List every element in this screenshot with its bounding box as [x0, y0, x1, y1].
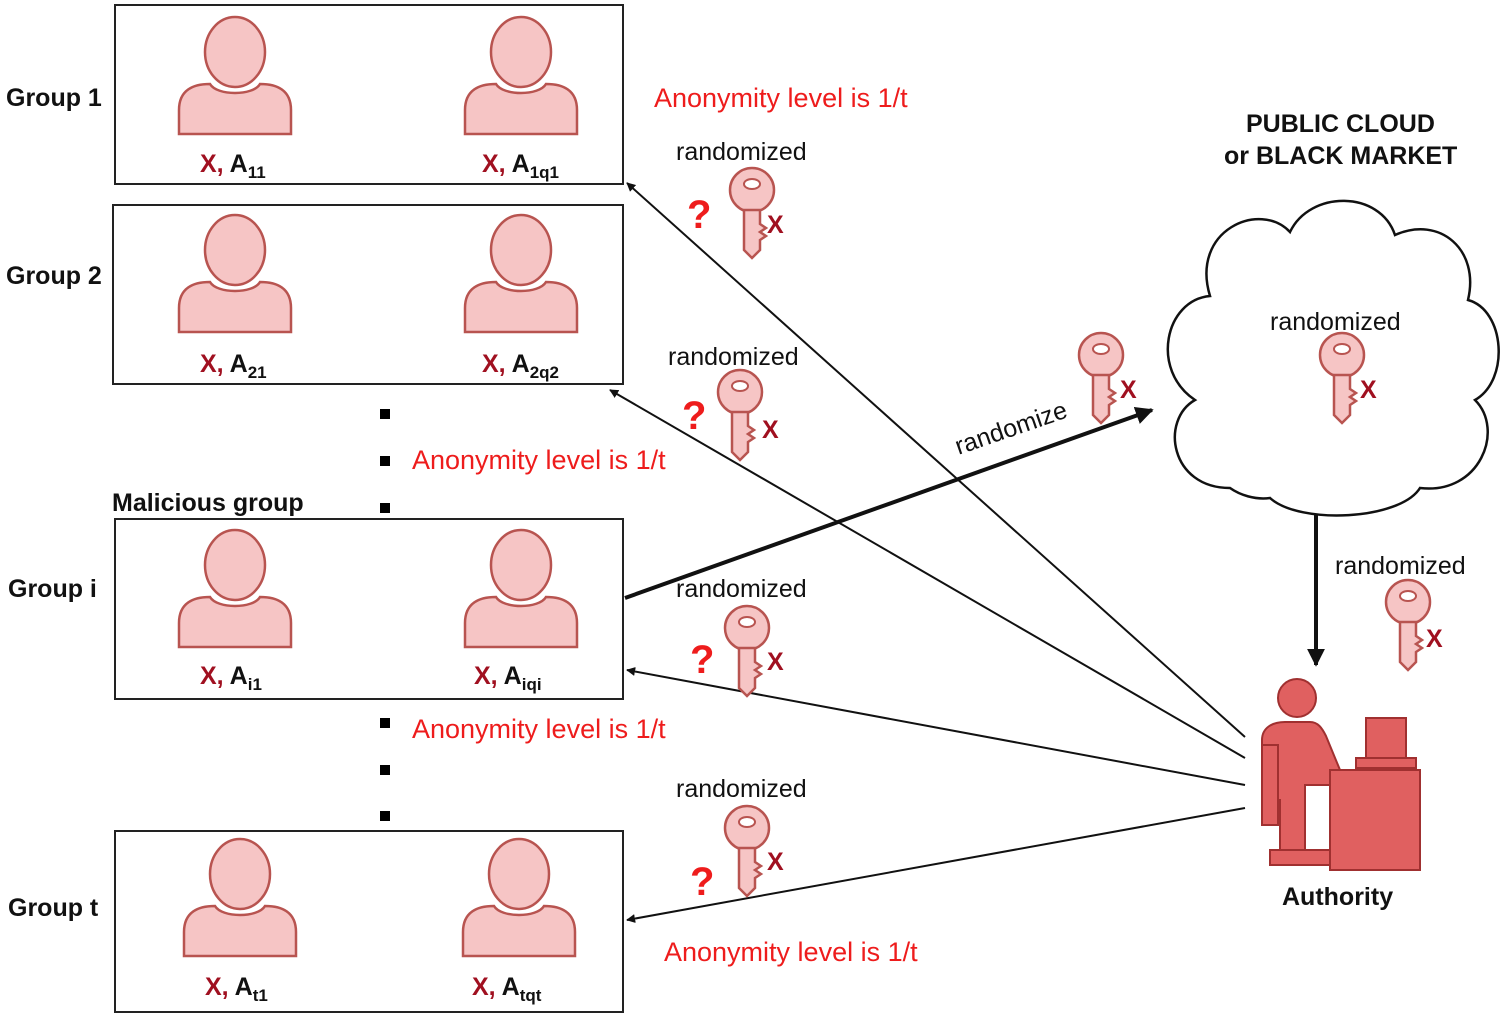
member-label: X, A2q2	[482, 350, 560, 382]
member-label: X, A1q1	[482, 150, 560, 182]
user-icon	[182, 837, 298, 958]
anonymity-label: Anonymity level is 1/t	[664, 937, 918, 967]
randomized-label: randomized	[1335, 552, 1466, 580]
key-x-label: X	[767, 648, 784, 676]
member-label: X, A21	[200, 350, 267, 382]
cloud-heading-line-2: or BLACK MARKET	[1224, 142, 1458, 170]
key-x-label: X	[1426, 625, 1443, 653]
key-x-label: X	[1120, 376, 1137, 404]
member-label: X, Atqt	[472, 973, 542, 1005]
user-icon	[463, 15, 579, 136]
distribution-arrows	[609, 182, 1246, 923]
user-icon	[177, 528, 293, 649]
group-label-1: Group 1	[6, 84, 102, 112]
question-mark-icon: ?	[690, 638, 715, 682]
question-mark-icon: ?	[687, 193, 712, 237]
anonymity-label: Anonymity level is 1/t	[412, 714, 666, 744]
authority-label: Authority	[1282, 883, 1394, 911]
user-icon	[463, 528, 579, 649]
authority-icon	[1261, 678, 1421, 871]
group-label-i: Group i	[8, 575, 97, 603]
key-x-label: X	[767, 848, 784, 876]
member-label: X, A11	[200, 150, 266, 182]
group-label-t: Group t	[8, 894, 99, 922]
group-label-2: Group 2	[6, 262, 102, 290]
member-label: X, Aiqi	[474, 662, 542, 694]
question-mark-icon: ?	[690, 860, 715, 904]
user-icon	[461, 837, 577, 958]
randomized-label: randomized	[676, 575, 807, 603]
user-icon	[463, 213, 579, 334]
key-x-label: X	[1360, 376, 1377, 404]
member-label: X, At1	[205, 973, 268, 1005]
randomized-label: randomized	[676, 775, 807, 803]
randomized-label: randomized	[1270, 308, 1401, 336]
malicious-group-label: Malicious group	[112, 489, 304, 517]
cloud-heading-line-1: PUBLIC CLOUD	[1246, 110, 1435, 138]
randomized-label: randomized	[668, 343, 799, 371]
randomized-label: randomized	[676, 138, 807, 166]
member-label: X, Ai1	[200, 662, 262, 694]
key-x-label: X	[762, 416, 779, 444]
question-mark-icon: ?	[682, 394, 707, 438]
vertical-ellipsis	[380, 409, 390, 821]
key-x-label: X	[767, 211, 784, 239]
anonymity-label: Anonymity level is 1/t	[412, 445, 666, 475]
user-icon	[177, 15, 293, 136]
leak-arrow	[624, 406, 1154, 600]
anonymity-label: Anonymity level is 1/t	[654, 83, 908, 113]
user-icon	[177, 213, 293, 334]
